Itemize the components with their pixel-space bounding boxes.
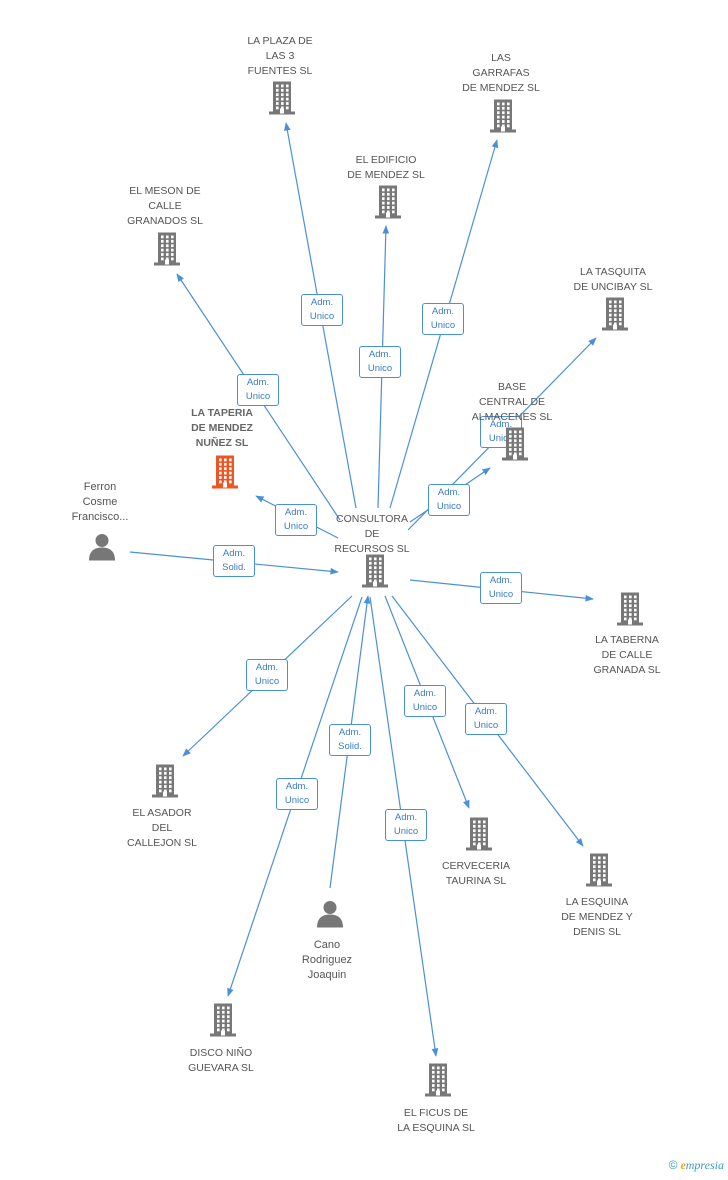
relation-badge-line: Unico — [488, 433, 514, 444]
building-icon[interactable] — [266, 80, 298, 121]
relation-badge-center-ficus[interactable]: Adm. Unico — [385, 809, 427, 841]
building-icon[interactable] — [359, 553, 391, 594]
relation-badge-line: Adm. — [489, 575, 513, 586]
relation-badge-line: Adm. — [489, 419, 513, 430]
relation-badge-line: Adm. — [394, 812, 418, 823]
node-label[interactable]: LAS GARRAFAS DE MENDEZ SL — [462, 52, 540, 94]
relation-badge-center-plaza[interactable]: Adm. Unico — [301, 294, 343, 326]
building-icon[interactable] — [614, 591, 646, 632]
relation-badge-line: Unico — [245, 391, 271, 402]
node-label[interactable]: Ferron Cosme Francisco... — [71, 481, 129, 523]
relation-badge-line: Adm. — [368, 349, 392, 360]
node-label[interactable]: LA ESQUINA DE MENDEZ Y DENIS SL — [561, 896, 633, 938]
person-icon[interactable] — [315, 899, 345, 934]
building-icon[interactable] — [372, 184, 404, 225]
person-icon[interactable] — [87, 532, 117, 567]
building-icon[interactable] — [207, 1002, 239, 1043]
node-label[interactable]: LA TAPERIA DE MENDEZ NUÑEZ SL — [191, 407, 253, 449]
node-label[interactable]: Cano Rodriguez Joaquin — [301, 939, 353, 981]
building-icon[interactable] — [583, 852, 615, 893]
brand-initial: e — [680, 1158, 686, 1172]
relation-badge-line: Unico — [393, 826, 419, 837]
relation-badge-center-taperia[interactable]: Adm. Unico — [275, 504, 317, 536]
relation-badge-line: Unico — [283, 521, 309, 532]
relation-badge-center-asador[interactable]: Adm. Unico — [246, 659, 288, 691]
empresia-brand: ©empresia — [669, 1158, 724, 1173]
building-icon[interactable] — [463, 816, 495, 857]
building-icon[interactable] — [499, 426, 531, 467]
relation-badge-line: Unico — [430, 320, 456, 331]
node-label[interactable]: LA PLAZA DE LAS 3 FUENTES SL — [247, 35, 313, 77]
node-label[interactable]: CONSULTORA DE RECURSOS SL — [334, 513, 410, 555]
building-icon[interactable] — [209, 454, 241, 495]
node-label[interactable]: LA TABERNA DE CALLE GRANADA SL — [593, 634, 661, 676]
building-icon[interactable] — [151, 231, 183, 272]
node-label[interactable]: EL MESON DE CALLE GRANADOS SL — [127, 185, 203, 227]
node-label[interactable]: DISCO NIÑO GUEVARA SL — [188, 1047, 254, 1074]
relation-badge-line: Adm. — [246, 377, 270, 388]
building-icon[interactable] — [149, 763, 181, 804]
relation-badge-center-edificio[interactable]: Adm. Unico — [359, 346, 401, 378]
relation-badge-line: Unico — [436, 501, 462, 512]
relation-badge-line: Adm. — [310, 297, 334, 308]
relation-badge-center-esquinaMendez[interactable]: Adm. Unico — [465, 703, 507, 735]
node-label[interactable]: EL FICUS DE LA ESQUINA SL — [397, 1107, 475, 1134]
relation-badge-line: Adm. — [437, 487, 461, 498]
relation-badge-line: Adm. — [255, 662, 279, 673]
relation-badge-line: Unico — [284, 795, 310, 806]
node-label[interactable]: EL EDIFICIO DE MENDEZ SL — [347, 154, 425, 181]
relation-badge-line: Unico — [473, 720, 499, 731]
copyright-symbol: © — [668, 1158, 678, 1172]
building-icon[interactable] — [487, 98, 519, 139]
relation-badge-line: Solid. — [338, 741, 362, 752]
relation-badge-line: Unico — [254, 676, 280, 687]
node-label[interactable]: CERVECERIA TAURINA SL — [441, 860, 511, 887]
relation-badge-line: Adm. — [413, 688, 437, 699]
node-label[interactable]: BASE CENTRAL DE ALMACENES SL — [471, 381, 553, 423]
relation-badge-line: Adm. — [338, 727, 362, 738]
relation-badge-line: Adm. — [284, 507, 308, 518]
relation-badge-line: Unico — [488, 589, 514, 600]
brand-name: mpresia — [685, 1158, 724, 1172]
relation-badge-line: Adm. — [222, 548, 246, 559]
relation-badge-center-meson[interactable]: Adm. Unico — [237, 374, 279, 406]
relation-badge-line: Adm. — [285, 781, 309, 792]
building-icon[interactable] — [422, 1062, 454, 1103]
relation-badge-center-taberna[interactable]: Adm. Unico — [480, 572, 522, 604]
relation-badge-center-base[interactable]: Adm. Unico — [428, 484, 470, 516]
node-label[interactable]: LA TASQUITA DE UNCIBAY SL — [573, 266, 653, 293]
relation-badge-line: Adm. — [431, 306, 455, 317]
relation-badge-center-disco[interactable]: Adm. Unico — [276, 778, 318, 810]
node-label[interactable]: EL ASADOR DEL CALLEJON SL — [126, 807, 198, 849]
relation-badge-ferron-center[interactable]: Adm. Solid. — [213, 545, 255, 577]
relation-badge-cano-center[interactable]: Adm. Solid. — [329, 724, 371, 756]
relation-badge-line: Unico — [367, 363, 393, 374]
relation-badge-center-cerveceria[interactable]: Adm. Unico — [404, 685, 446, 717]
relation-badge-line: Unico — [412, 702, 438, 713]
relation-badge-line: Adm. — [474, 706, 498, 717]
relation-badge-line: Solid. — [222, 562, 246, 573]
building-icon[interactable] — [599, 296, 631, 337]
relation-badge-line: Unico — [309, 311, 335, 322]
relation-badge-center-garrafas[interactable]: Adm. Unico — [422, 303, 464, 335]
